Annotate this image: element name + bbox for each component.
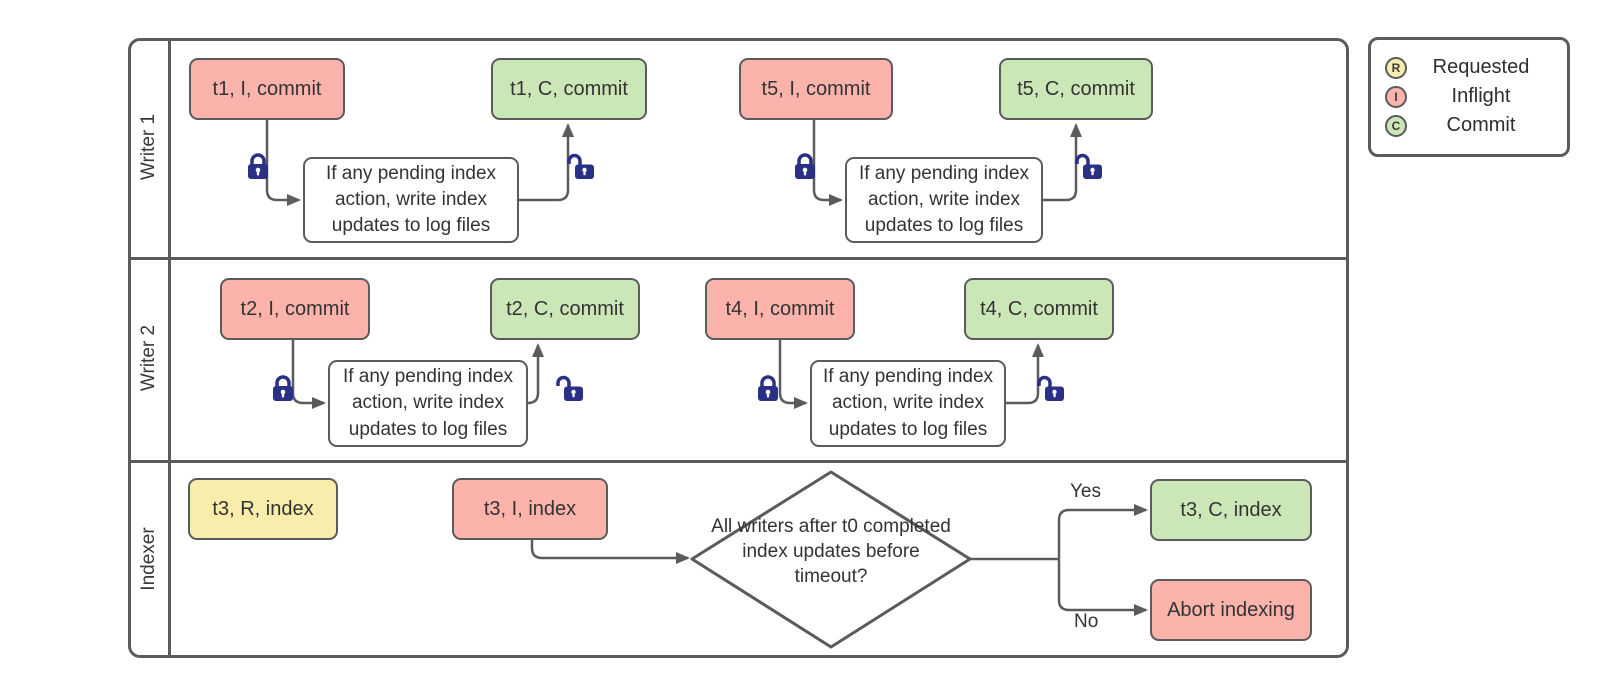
- decision-label: All writers after t0 completed index upd…: [711, 516, 951, 588]
- connector-yes-branch: [1057, 504, 1148, 559]
- legend: R Requested I Inflight C Commit: [1368, 37, 1570, 157]
- node-t2-inflight: t2, I, commit: [220, 278, 370, 340]
- no-label: No: [1074, 611, 1099, 632]
- lock-closed-icon: [273, 375, 293, 401]
- connector-t3-to-decision: [530, 540, 690, 564]
- legend-label: Inflight: [1451, 85, 1511, 107]
- lock-closed-icon: [248, 153, 268, 179]
- connector-t2-to-note: [291, 340, 326, 409]
- process-note-writer1-a: If any pending index action, write index…: [303, 157, 519, 243]
- node-t4-commit: t4, C, commit: [964, 278, 1114, 340]
- node-t5-inflight: t5, I, commit: [739, 58, 893, 120]
- swimlane-frame: [128, 38, 1349, 658]
- process-note-writer2-a: If any pending index action, write index…: [328, 360, 528, 447]
- node-t1-inflight: t1, I, commit: [189, 58, 345, 120]
- node-abort-indexing: Abort indexing: [1150, 579, 1312, 641]
- node-t1-commit: t1, C, commit: [491, 58, 647, 120]
- node-t3-inflight: t3, I, index: [452, 478, 608, 540]
- lane-divider-2: [128, 460, 1349, 463]
- connector-note-to-t5-commit: [1043, 123, 1082, 202]
- node-t3-requested: t3, R, index: [188, 478, 338, 540]
- inflight-state-icon: I: [1385, 85, 1407, 108]
- lock-closed-icon: [795, 153, 815, 179]
- legend-label: Requested: [1432, 56, 1530, 78]
- lane-divider-1: [128, 257, 1349, 260]
- requested-state-icon: R: [1385, 56, 1407, 79]
- connector-t4-to-note: [778, 340, 808, 409]
- lock-open-icon: [1075, 153, 1102, 179]
- yes-label: Yes: [1070, 481, 1101, 502]
- lane-label-column-divider: [168, 38, 171, 658]
- lock-closed-icon: [758, 375, 778, 401]
- node-t3-commit: t3, C, index: [1150, 479, 1312, 541]
- node-t2-commit: t2, C, commit: [490, 278, 640, 340]
- connector-note-to-t4-commit: [1006, 343, 1044, 405]
- node-t5-commit: t5, C, commit: [999, 58, 1153, 120]
- lock-open-icon: [567, 153, 594, 179]
- lock-open-icon: [556, 375, 583, 401]
- legend-item-requested: R Requested: [1385, 53, 1555, 82]
- lock-open-icon: [1037, 375, 1064, 401]
- connector-t1-to-note: [265, 120, 301, 206]
- commit-state-icon: C: [1385, 114, 1407, 137]
- connector-note-to-t2-commit: [527, 343, 544, 405]
- legend-label: Commit: [1446, 114, 1516, 136]
- legend-item-inflight: I Inflight: [1385, 82, 1555, 111]
- node-t4-inflight: t4, I, commit: [705, 278, 855, 340]
- decision-diamond-shape: [690, 470, 972, 649]
- connector-t5-to-note: [812, 120, 843, 206]
- connector-note-to-t1-commit: [519, 123, 574, 202]
- process-note-writer1-b: If any pending index action, write index…: [845, 157, 1043, 243]
- process-note-writer2-b: If any pending index action, write index…: [810, 360, 1006, 447]
- legend-item-commit: C Commit: [1385, 111, 1555, 140]
- connector-no-branch: [1057, 559, 1148, 616]
